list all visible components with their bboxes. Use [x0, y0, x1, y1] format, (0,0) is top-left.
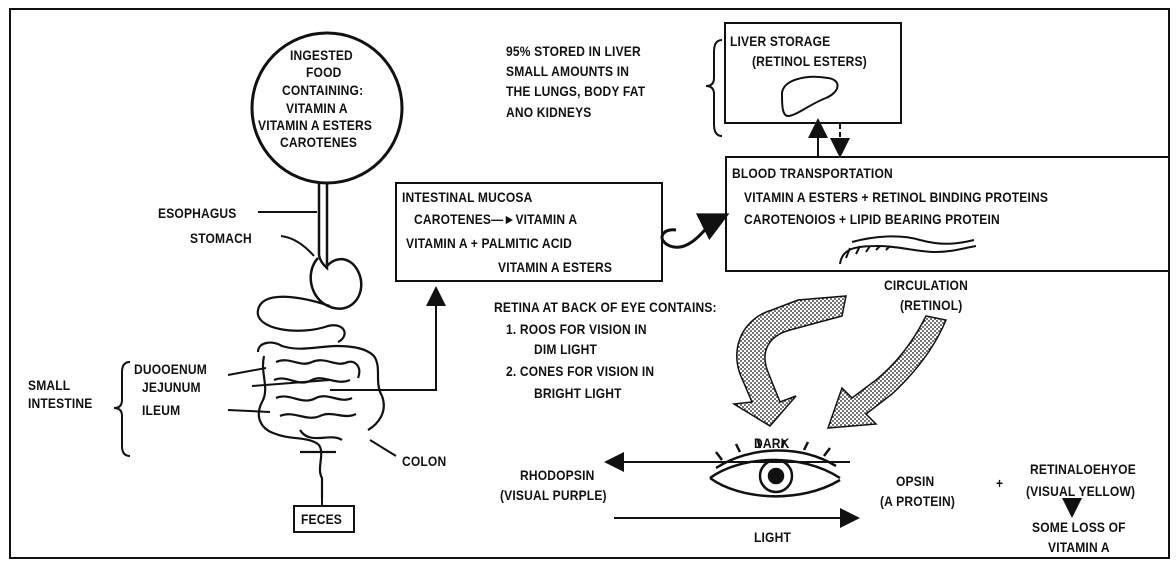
circulation-stippled-arrow	[828, 316, 946, 428]
retinal-label-1: RETINALOEHYOE	[1030, 460, 1136, 478]
liver-note-3: THE LUNGS, BODY FAT	[506, 82, 645, 100]
opsin-label-1: OPSIN	[896, 472, 934, 490]
intestine-to-mucosa-arrow	[330, 290, 436, 390]
retina-title: RETINA AT BACK OF EYE CONTAINS:	[494, 298, 717, 316]
ingested-line-6: CAROTENES	[280, 133, 357, 151]
rhodopsin-label-2: (VISUAL PURPLE)	[500, 486, 607, 504]
retina-item-1b: DIM LIGHT	[534, 340, 597, 358]
mucosa-title: INTESTINAL MUCOSA	[402, 188, 532, 206]
small-intestine-brace	[114, 362, 130, 456]
ingested-line-2: FOOD	[306, 63, 341, 81]
esophagus-tube	[319, 183, 327, 268]
stomach-icon	[311, 258, 362, 309]
retina-item-2a: 2. CONES FOR VISION IN	[506, 362, 654, 380]
blood-title: BLOOD TRANSPORTATION	[732, 164, 893, 182]
colon-label: COLON	[402, 452, 446, 470]
mucosa-line-3: VITAMIN A ESTERS	[498, 258, 612, 276]
blood-line-1: VITAMIN A ESTERS + RETINOL BINDING PROTE…	[744, 188, 1048, 206]
retina-item-1a: 1. ROOS FOR VISION IN	[506, 320, 647, 338]
stomach-label: STOMACH	[190, 229, 252, 247]
retinal-label-2: (VISUAL YELLOW)	[1026, 482, 1135, 500]
rhodopsin-label-1: RHODOPSIN	[520, 466, 594, 484]
duodenum-label: DUOOENUM	[134, 360, 207, 378]
small-intestine-label-1: SMALL	[28, 376, 70, 394]
esophagus-label: ESOPHAGUS	[158, 204, 236, 222]
feces-label: FECES	[301, 510, 342, 528]
colon-line	[370, 440, 396, 456]
ingested-line-1: INGESTED	[290, 46, 353, 64]
liver-storage-title: LIVER STORAGE	[730, 32, 830, 50]
ileum-line	[228, 410, 270, 412]
stippled-arrow-icon	[734, 296, 846, 426]
ingested-line-3: CONTAINING:	[282, 81, 363, 99]
dark-label: DARK	[754, 434, 789, 452]
intestine-icon	[258, 297, 384, 498]
ingested-line-4: VITAMIN A	[286, 99, 348, 117]
loss-label-2: VITAMIN A	[1048, 538, 1110, 556]
liver-note-2: SMALL AMOUNTS IN	[506, 62, 629, 80]
light-label: LIGHT	[754, 528, 791, 546]
loss-label-1: SOME LOSS OF	[1032, 518, 1126, 536]
small-intestine-label-2: INTESTINE	[28, 394, 92, 412]
ileum-label: ILEUM	[142, 401, 180, 419]
retina-item-2b: BRIGHT LIGHT	[534, 384, 622, 402]
liver-note-4: ANO KIDNEYS	[506, 103, 592, 121]
jejunum-label: JEJUNUM	[142, 378, 201, 396]
circulation-label-1: CIRCULATION	[884, 276, 968, 294]
mucosa-line-2: VITAMIN A + PALMITIC ACID	[406, 234, 572, 252]
circulation-label-2: (RETINOL)	[900, 296, 962, 314]
plus-sign: +	[996, 474, 1003, 492]
liver-note-1: 95% STORED IN LIVER	[506, 42, 641, 60]
stomach-line	[281, 236, 314, 256]
mucosa-line-1: CAROTENES—►VITAMIN A	[414, 210, 577, 228]
opsin-label-2: (A PROTEIN)	[880, 492, 955, 510]
liver-storage-subtitle: (RETINOL ESTERS)	[752, 52, 867, 70]
liver-note-brace	[706, 40, 722, 136]
mucosa-to-blood-arrow	[662, 216, 724, 247]
ingested-line-5: VITAMIN A ESTERS	[258, 116, 372, 134]
duodenum-line	[228, 368, 266, 375]
blood-line-2: CAROTENOIOS + LIPID BEARING PROTEIN	[744, 210, 1000, 228]
